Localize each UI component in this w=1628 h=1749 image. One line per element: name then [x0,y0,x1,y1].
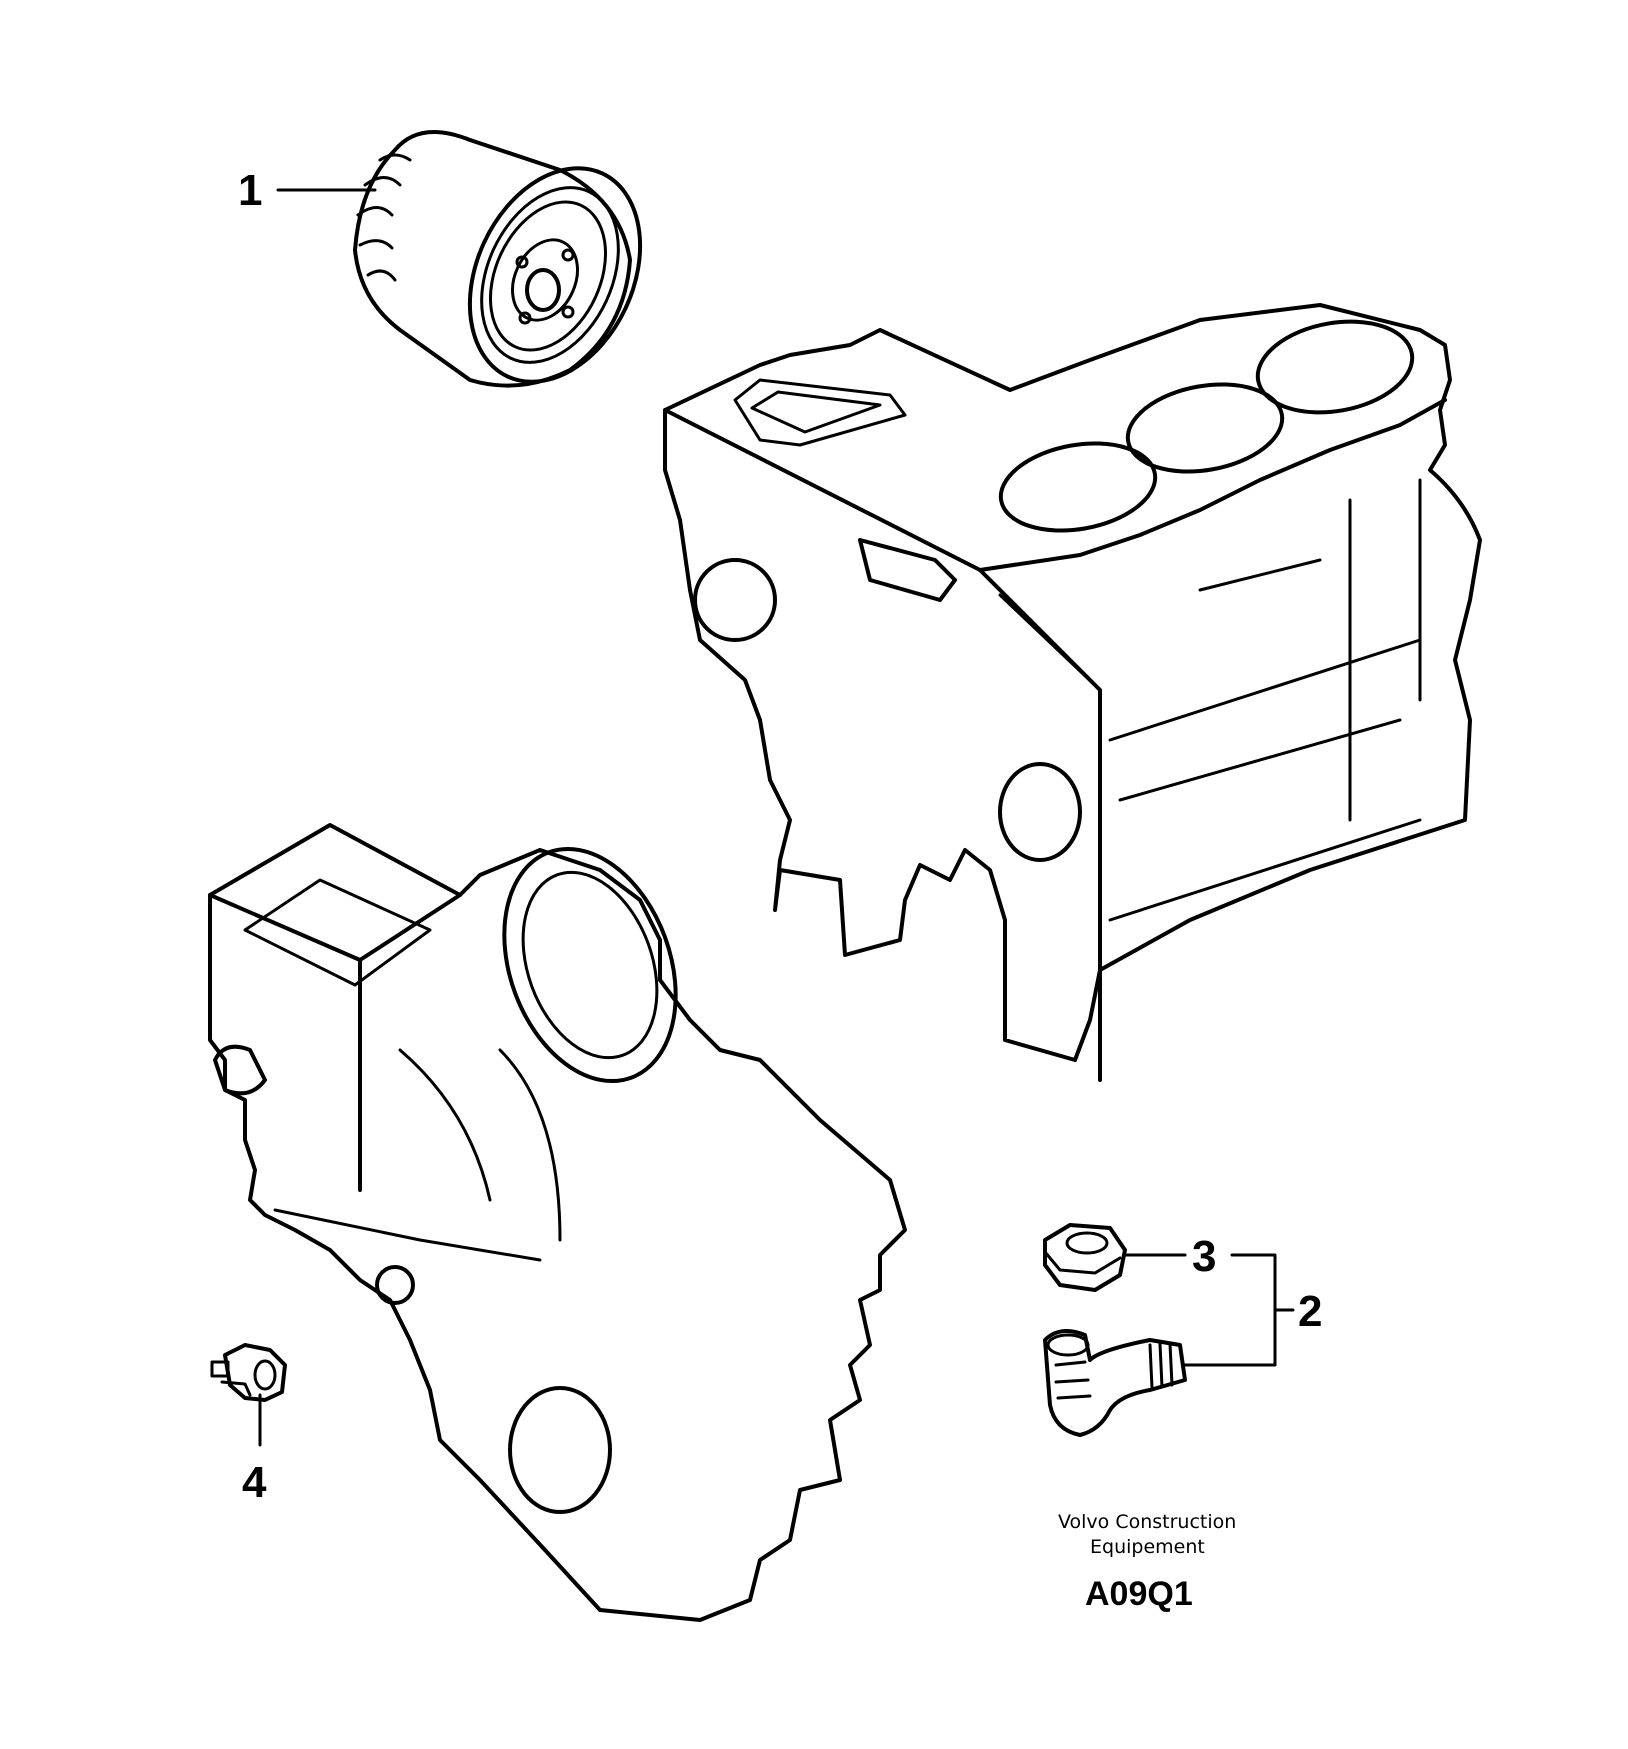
leader-line-2 [1183,1253,1295,1367]
callout-3: 3 [1192,1232,1216,1281]
pressure-switch-part [210,1343,287,1402]
callout-1: 1 [238,166,262,215]
elbow-fitting-part [1043,1329,1187,1437]
figure-code: A09Q1 [1085,1575,1193,1613]
engine-block-part [663,303,1482,1082]
oil-filter-part [353,130,643,388]
callout-2: 2 [1298,1287,1322,1336]
leader-lines [258,188,1295,1447]
credit-line-2: Equipement [1090,1536,1205,1558]
callout-4: 4 [242,1458,267,1507]
nut-part [1043,1223,1127,1292]
timing-cover-part [208,823,907,1622]
credit-line-1: Volvo Construction [1058,1511,1236,1533]
